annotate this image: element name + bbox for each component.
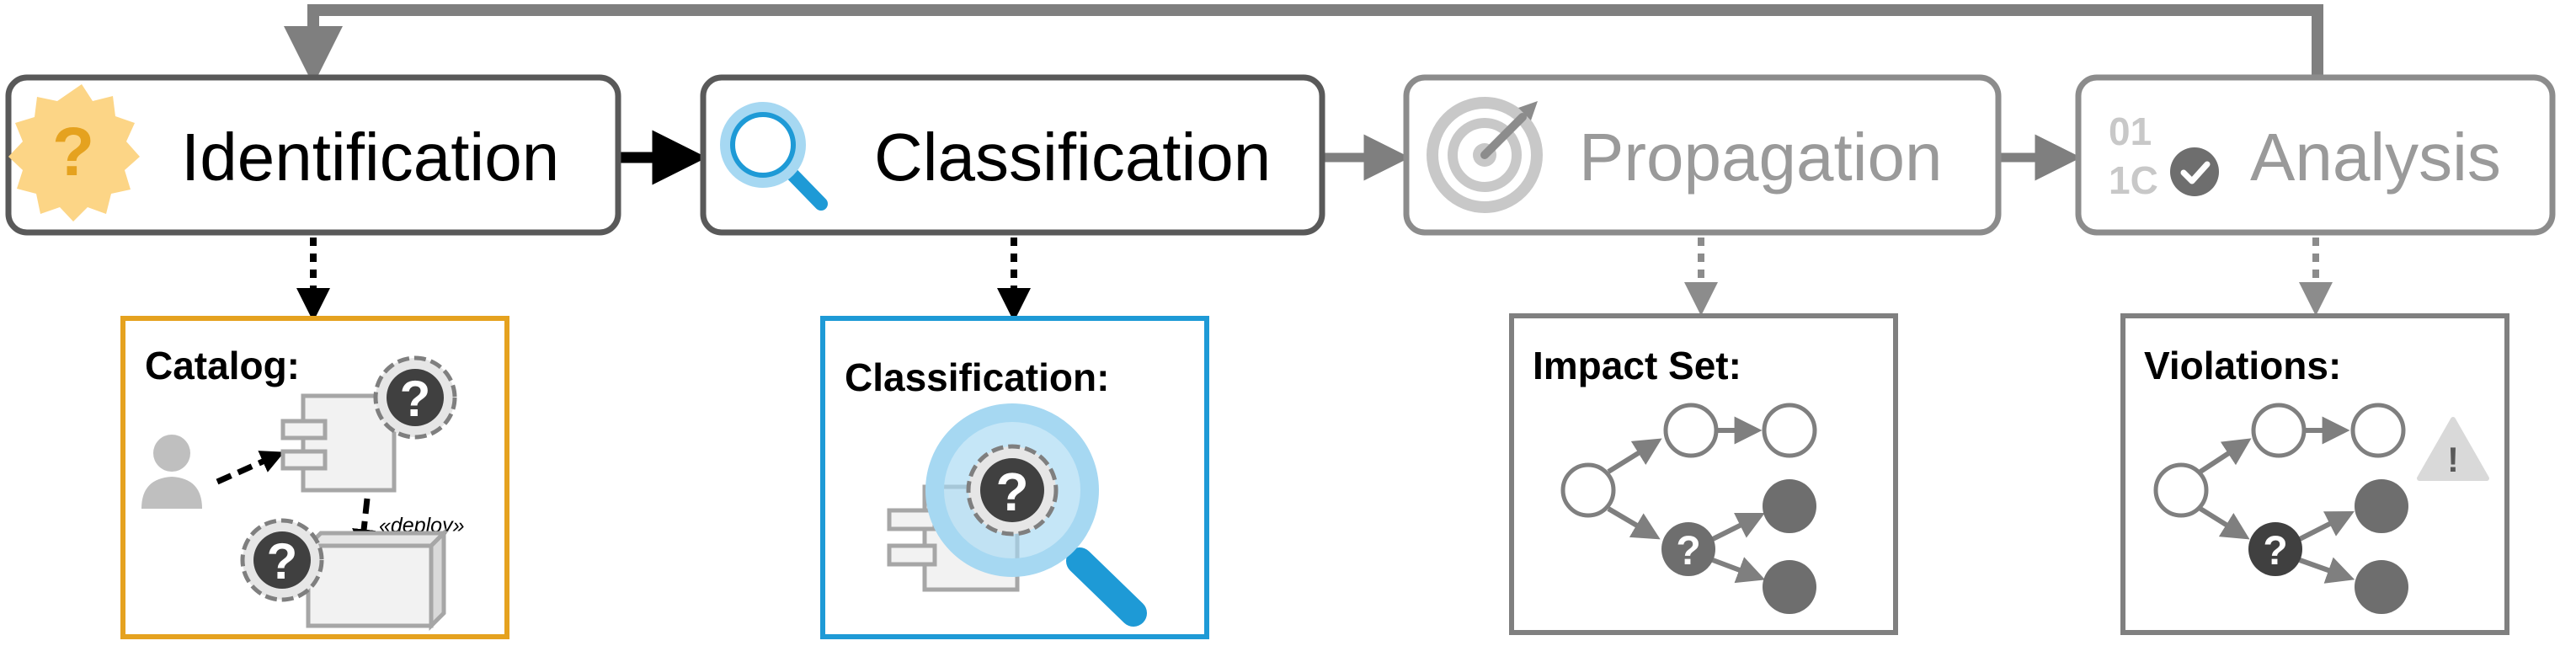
card-catalog: Catalog: ? «deploy» xyxy=(120,316,509,639)
question-glyph: ? xyxy=(995,462,1028,522)
magnifier-icon xyxy=(720,102,828,211)
graph-edge xyxy=(2298,557,2355,584)
target-arrow-icon xyxy=(1427,97,1543,213)
stage-label-classification: Classification xyxy=(874,120,1271,195)
graph-node xyxy=(1762,403,1817,458)
graph-edge xyxy=(1711,513,1765,542)
warning-icon: ! xyxy=(2417,417,2489,481)
unknown-node-badge: ? xyxy=(240,518,324,602)
feedback-loop-arrow xyxy=(284,4,2323,85)
user-to-component-arrow xyxy=(216,451,285,485)
card-impact-set: Impact Set: ? xyxy=(1509,313,1898,635)
card-classification: Classification: ? xyxy=(820,316,1209,639)
stage-propagation[interactable]: Propagation xyxy=(1403,74,2002,236)
graph-node-unknown xyxy=(1661,522,1715,576)
graph-edge xyxy=(2298,511,2355,542)
card-title-violations: Violations: xyxy=(2144,344,2341,387)
question-glyph: ? xyxy=(2263,529,2287,574)
question-glyph: ? xyxy=(52,114,94,190)
graph-node xyxy=(2153,462,2209,518)
question-glyph: ? xyxy=(400,371,431,427)
graph-node-unknown xyxy=(2248,522,2302,576)
stage-identification[interactable]: ? Identification xyxy=(5,74,621,236)
graph-node xyxy=(1663,403,1719,458)
stage-analysis[interactable]: 01 1C Analysis xyxy=(2075,74,2556,236)
question-glyph: ? xyxy=(1676,529,1700,574)
node-icon xyxy=(302,527,450,632)
graph-edge xyxy=(2199,506,2250,540)
graph-node-impacted xyxy=(1763,479,1816,533)
graph-edge xyxy=(1607,506,1661,540)
stage-label-identification: Identification xyxy=(181,120,559,195)
card-title-classification: Classification: xyxy=(845,355,1109,399)
user-icon xyxy=(141,435,202,509)
stage-label-analysis: Analysis xyxy=(2250,120,2501,195)
bits-bottom: 1C xyxy=(2109,158,2158,202)
graph-node-impacted xyxy=(2355,479,2408,533)
graph-edge xyxy=(2199,438,2252,474)
graph-node xyxy=(2350,403,2406,458)
unknown-component-badge: ? xyxy=(373,355,457,440)
unknown-component-badge: ? xyxy=(966,444,1059,537)
graph-edge xyxy=(1607,438,1662,474)
stage-label-propagation: Propagation xyxy=(1579,120,1942,195)
warning-glyph: ! xyxy=(2447,440,2459,479)
graph-edge xyxy=(1711,557,1766,584)
question-badge-icon: ? xyxy=(8,84,140,222)
deploy-arrow xyxy=(352,498,376,553)
card-title-catalog: Catalog: xyxy=(145,344,300,387)
stage-classification[interactable]: Classification xyxy=(700,74,1325,236)
graph-node-impacted xyxy=(1763,560,1816,614)
binary-check-icon: 01 1C xyxy=(2109,109,2219,202)
question-glyph: ? xyxy=(267,533,298,590)
card-title-impact-set: Impact Set: xyxy=(1533,344,1741,387)
graph-node xyxy=(1560,462,1616,518)
card-violations: Violations: ? ! xyxy=(2120,313,2509,635)
graph-node-impacted xyxy=(2355,560,2408,614)
graph-node xyxy=(2251,403,2307,458)
bits-top: 01 xyxy=(2109,109,2152,153)
